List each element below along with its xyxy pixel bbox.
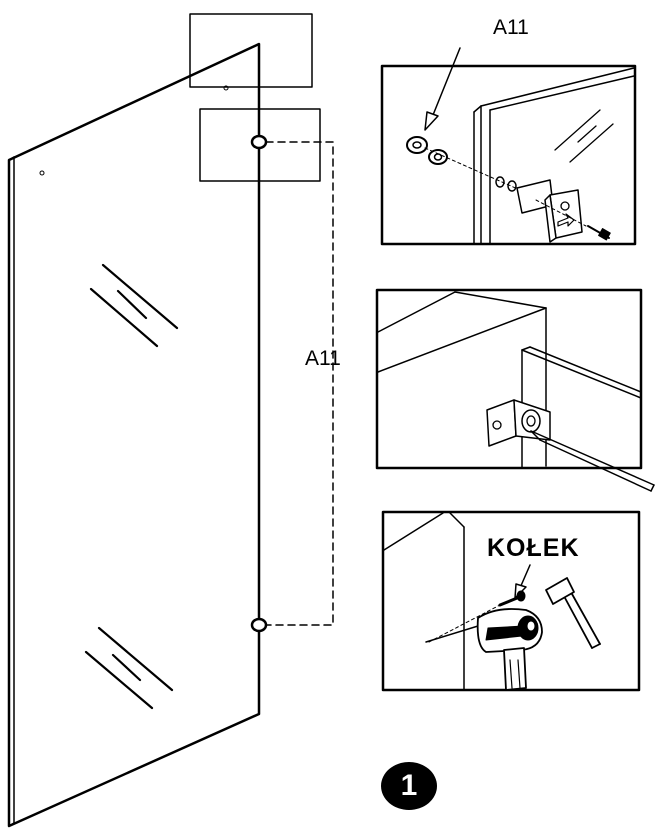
drill-icon [425, 608, 543, 691]
detail-box-second [199, 108, 321, 182]
detail-box-top [189, 13, 313, 88]
detail-panel-marking [375, 288, 655, 492]
part-label-a11-side: A11 [305, 347, 341, 370]
pencil-icon [530, 430, 655, 492]
detail-panel-hinge [380, 47, 637, 246]
hinge-pin-top [250, 134, 268, 150]
glass-reflection-upper [89, 263, 179, 348]
dowel-label: KOŁEK [487, 534, 580, 562]
dowel-icon [428, 590, 526, 643]
part-label-a11-top: A11 [493, 16, 529, 39]
hinge-pin-bottom [250, 617, 268, 633]
hammer-icon [545, 577, 601, 649]
detail-panel-drilling [381, 510, 641, 692]
dashed-leader [265, 141, 334, 626]
glass-reflection-lower [84, 626, 174, 710]
glass-door-panel [7, 42, 268, 828]
step-number-badge: 1 [381, 762, 437, 810]
